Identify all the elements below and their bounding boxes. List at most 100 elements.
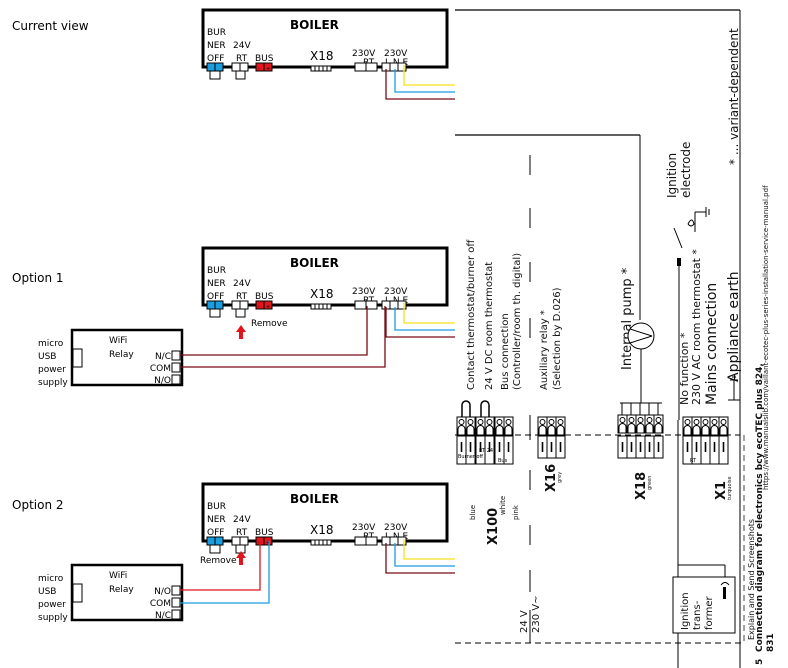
rt230-terminal <box>354 62 367 72</box>
manual-excerpt: * ... variant-dependent Ignition electro… <box>455 9 776 668</box>
clamp <box>538 425 547 435</box>
burner-off-label-2: NER <box>207 515 226 525</box>
remove-label: Remove <box>200 556 237 566</box>
x18-color: green <box>647 476 653 490</box>
bridge-icon <box>461 400 471 417</box>
bus-plus-terminal <box>263 300 273 310</box>
bus-minus-sign: - <box>258 304 260 310</box>
burner-off-link <box>209 70 221 80</box>
section-title-option-2: Option 2 <box>12 498 64 512</box>
x100-color-white: white <box>499 496 507 515</box>
rt24-label-1: 24V <box>233 515 251 525</box>
burner-off-label-2: NER <box>207 41 226 51</box>
ignition-transformer <box>672 500 736 634</box>
bus-plus-sign: + <box>266 304 270 310</box>
burner-off-link <box>209 308 221 318</box>
ignition-electrode-label-1: Ignition <box>665 153 679 198</box>
rt24-label-1: 24V <box>233 41 251 51</box>
bridge-icon <box>480 400 490 417</box>
burner-off-label-3: OFF <box>207 54 224 64</box>
x1-label-mains: Mains connection <box>704 283 720 405</box>
x1-plug <box>682 435 729 465</box>
screw-icon <box>486 419 493 425</box>
burner-off-label-1: BUR <box>207 28 226 38</box>
burner-off-link <box>209 544 221 554</box>
mains-n-terminal <box>389 300 399 310</box>
mains-label-1: 230V <box>384 287 408 297</box>
x100-terminal-rt24: RT 24 <box>479 448 493 454</box>
screw-icon <box>720 419 727 425</box>
clamp <box>618 423 627 433</box>
x1-name: X1 <box>714 481 729 500</box>
x100-label-bus: Bus connection <box>500 313 511 390</box>
screw-icon <box>458 419 465 425</box>
x18-pin <box>322 65 328 72</box>
burner-off-terminal <box>206 62 216 72</box>
x18-pin <box>322 539 328 546</box>
x18-pin <box>326 539 332 546</box>
screw-icon <box>693 419 700 425</box>
caption-line-1: Connection diagram for electronics bcy e… <box>755 363 765 652</box>
power-label-3: power <box>38 600 66 610</box>
screw-icon <box>646 417 653 423</box>
screw-icon <box>628 417 635 423</box>
x1-label-no-function: No function * <box>678 332 691 405</box>
screw-icon <box>557 419 564 425</box>
ignition-transformer-label-3: former <box>704 596 715 630</box>
burner-off-label-2: NER <box>207 279 226 289</box>
section-title-option-1: Option 1 <box>12 271 64 285</box>
clamp <box>476 425 485 435</box>
ignition-electrode-icon <box>673 207 710 420</box>
screw-icon <box>655 417 662 423</box>
boiler-title: BOILER <box>290 18 339 32</box>
rt24-link <box>235 308 246 318</box>
burner-off-label-3: OFF <box>207 528 224 538</box>
relay-terminal-bottom-label: N/C <box>155 611 171 621</box>
clamp <box>495 425 504 435</box>
rt24-label-2: RT <box>236 528 248 538</box>
clamp <box>683 425 692 435</box>
wire-nc-to-rt230 <box>180 306 368 356</box>
footnote-text: * ... variant-dependent <box>727 28 741 165</box>
power-label-2: USB <box>38 352 56 362</box>
x100-name: X100 <box>486 508 501 545</box>
wire-live <box>385 307 455 338</box>
voltage-24v: 24 V <box>519 610 530 633</box>
mains-n-terminal <box>389 62 399 72</box>
x18-pin <box>314 303 320 310</box>
x100-terminal-burner-off: Burner off <box>458 454 484 460</box>
red-arrow-icon <box>236 325 246 339</box>
watermark-text: Explain and Send Screenshots <box>747 519 756 640</box>
boiler-box <box>201 246 449 307</box>
x18-label: X18 <box>310 523 334 537</box>
wire-neutral <box>394 307 455 331</box>
screw-icon <box>637 417 644 423</box>
wire-live <box>385 543 455 574</box>
internal-pump-label: Internal pump * <box>620 267 635 370</box>
bus-label: BUS <box>255 292 274 302</box>
screw-icon <box>619 417 626 423</box>
wire-neutral <box>394 69 455 93</box>
ignition-electrode-label-2: electrode <box>679 142 693 198</box>
section-option-2: Option 2BOILERBURNEROFF24VRTBUSX18230VRT… <box>12 482 455 623</box>
power-label-4: supply <box>38 613 68 623</box>
x16-color: grey <box>557 472 563 483</box>
wire-earth <box>403 65 455 86</box>
relay-terminal-top <box>171 350 181 361</box>
x18-label: X18 <box>310 49 334 63</box>
bus-minus-sign: - <box>258 540 260 546</box>
screw-icon <box>548 419 555 425</box>
clamp <box>692 425 701 435</box>
watermark-url: https://www.manualslib.com/vaillant-ecot… <box>762 185 770 490</box>
x18-pin <box>310 65 316 72</box>
burner-off-label-1: BUR <box>207 266 226 276</box>
wire-com-to-live <box>180 306 386 368</box>
rt230-terminal <box>354 300 367 310</box>
screw-icon <box>505 419 512 425</box>
clamp <box>719 425 728 435</box>
rt24-label-2: RT <box>236 54 248 64</box>
remove-label: Remove <box>251 319 288 329</box>
clamp <box>654 423 663 433</box>
earth-icon <box>728 376 740 401</box>
